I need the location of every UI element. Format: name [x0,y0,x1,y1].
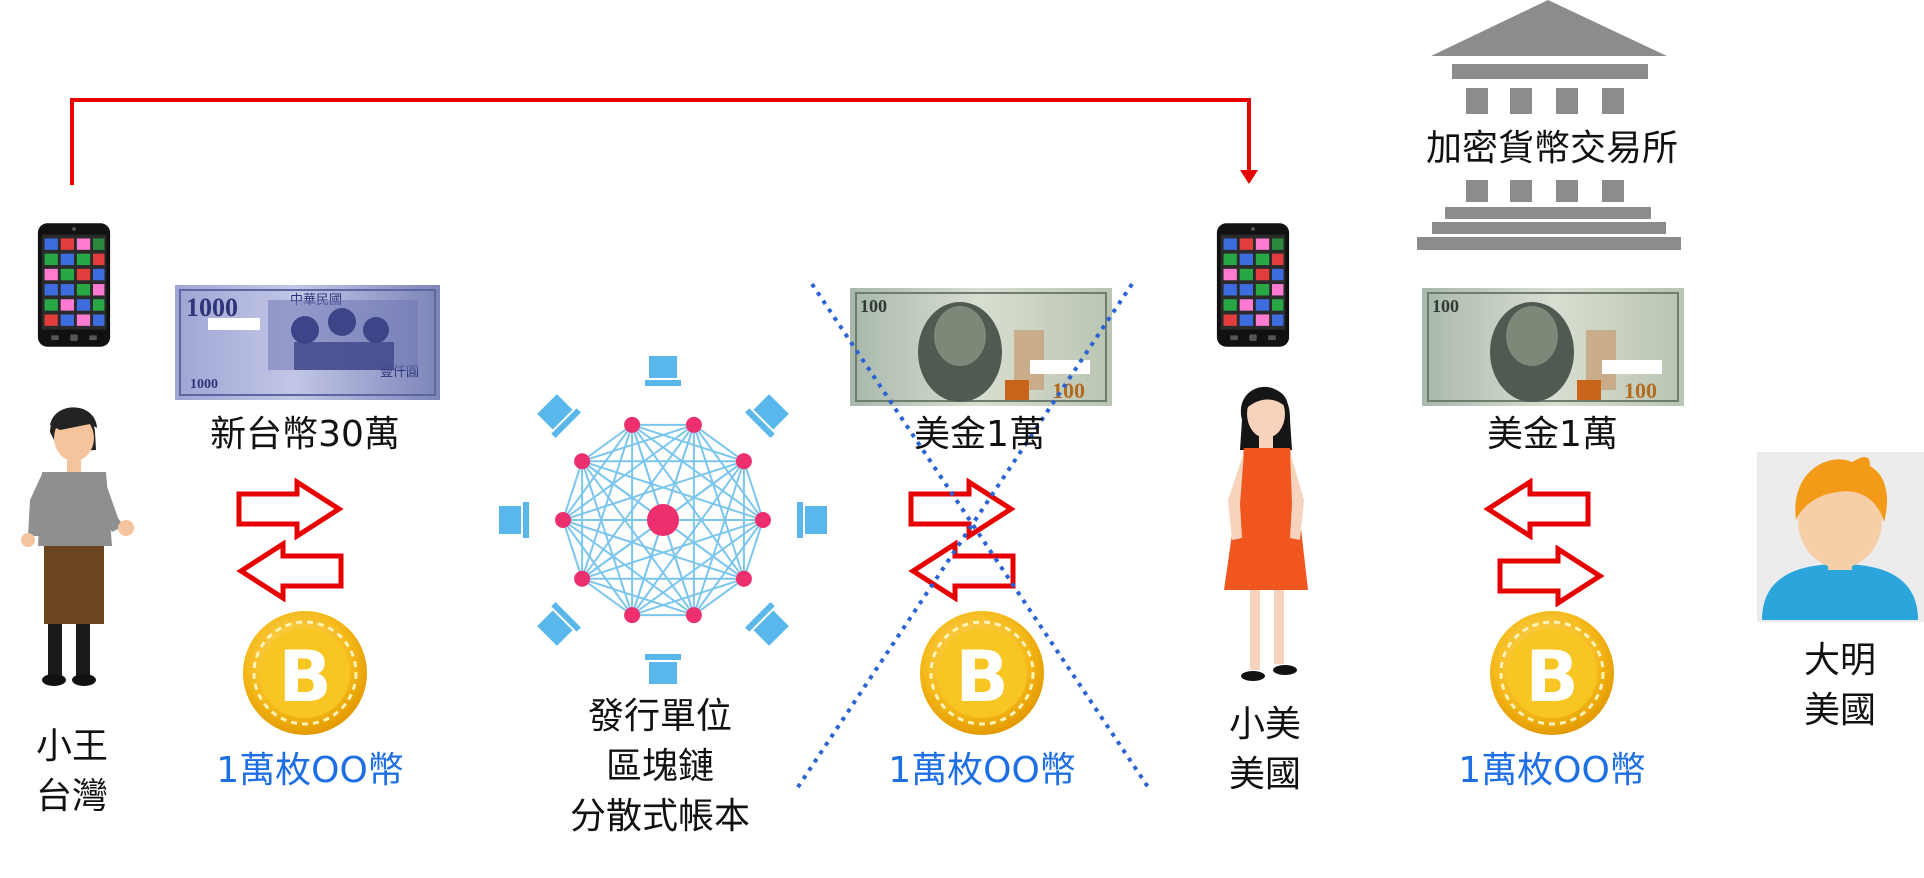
network-edge [562,519,584,580]
usd-crossed-note-value: 100 [860,296,887,316]
usd-crossed-note-value-small: 100 [1052,378,1085,403]
daming-location: 美國 [1803,690,1876,731]
mei-label: 小美 美國 [1205,700,1325,800]
network-edge [692,460,745,616]
wang-coin-label: 1萬枚OO幣 [216,750,404,791]
network-edge [581,460,634,616]
usd-exchange-amount-label: 美金1萬 [1487,414,1618,455]
network-edge [693,424,745,463]
network-node [685,607,702,624]
mei-coin-symbol: B [955,636,1008,718]
exchange-coin-symbol: B [1525,636,1578,718]
wang-send-arrow-icon [239,482,339,536]
twd-note-value: 1000 [186,293,238,322]
network-node [624,416,641,433]
ledger-distributed-text: 分散式帳本 [569,796,750,837]
usd-exchange-note-value: 100 [1432,296,1459,316]
mei-receive-arrow-icon [913,544,1013,598]
network-edge [742,519,764,580]
network-edge [662,519,745,580]
network-node [574,570,591,587]
network-node [685,416,702,433]
usd-exchange-note-value-small: 100 [1624,378,1657,403]
bank-building-icon [1417,0,1681,250]
usd-banknote-crossed: 100 100 [850,288,1112,406]
network-edge [581,519,664,580]
network-edge [662,424,695,521]
network-edge [581,424,633,463]
network-device-icon [745,602,792,649]
network-node [735,570,752,587]
daming-user-avatar-icon [1757,452,1924,622]
mei-smartphone-icon [1216,223,1290,347]
exchange-bitcoin-coin-icon: B [1488,609,1616,737]
ledger-blockchain-text: 區塊鏈 [605,746,714,787]
network-edge [562,460,584,521]
network-edge [631,519,764,616]
network-device-icon [745,391,792,438]
exchange-coin-label: 1萬枚OO幣 [1458,750,1646,791]
wang-person-icon [21,407,134,686]
network-device-icon [797,502,827,538]
cross-out-mark [794,282,1152,792]
twd-amount-label: 新台幣30萬 [210,414,400,455]
daming-label: 大明 美國 [1780,636,1900,736]
network-node [755,512,771,528]
network-device-icon [645,654,681,684]
network-edge [581,577,633,616]
network-device-icon [499,502,529,538]
network-device-icon [534,602,581,649]
network-edge [581,460,764,521]
network-node [574,453,591,470]
exchange-send-arrow-icon [1500,549,1600,603]
usd-crossed-amount-label: 美金1萬 [914,414,1045,455]
exchange-receive-arrow-icon [1488,482,1588,536]
network-edge [562,519,695,616]
network-center-node [647,504,679,536]
network-edge [631,519,664,616]
wang-bitcoin-coin-icon: B [241,609,369,737]
wang-smartphone-icon [37,223,111,347]
network-edge [662,460,745,521]
network-node [624,607,641,624]
network-edge [631,424,764,521]
twd-banknote: 1000 1000 中華民國 壹仟圓 [175,285,440,400]
mei-coin-label: 1萬枚OO幣 [888,750,1076,791]
network-device-icon [645,356,681,386]
network-edge [631,424,664,521]
exchange-label: 加密貨幣交易所 [1425,128,1678,169]
network-edge [692,424,745,580]
network-edge [693,577,745,616]
network-edge [631,424,745,580]
wang-label: 小王 台灣 [12,722,132,822]
network-edge [742,460,764,521]
daming-name: 大明 [1803,640,1876,681]
mei-bitcoin-coin-icon: B [918,609,1046,737]
transfer-flow-arrowhead [1240,170,1258,184]
mei-person-icon [1224,386,1308,681]
network-node [735,453,752,470]
twd-note-value-small: 1000 [190,377,218,392]
wang-coin-symbol: B [278,636,331,718]
network-edge [662,519,695,616]
blockchain-network-icon [499,356,827,684]
mei-location: 美國 [1228,754,1301,795]
network-device-icon [534,391,581,438]
wang-name: 小王 [35,726,108,767]
mei-send-arrow-icon [911,482,1011,536]
network-edge [631,423,745,463]
ledger-issuer-text: 發行單位 [587,696,732,737]
network-edge [562,424,695,521]
network-edge [581,460,664,521]
usd-banknote-exchange: 100 100 [1422,288,1684,406]
wang-receive-arrow-icon [241,544,341,598]
wang-location: 台灣 [35,776,108,817]
network-edge [581,424,634,580]
ledger-label: 發行單位 區塊鏈 分散式帳本 [540,692,780,842]
network-node [555,512,571,528]
mei-name: 小美 [1228,704,1301,745]
transfer-flow-line [70,98,1251,185]
